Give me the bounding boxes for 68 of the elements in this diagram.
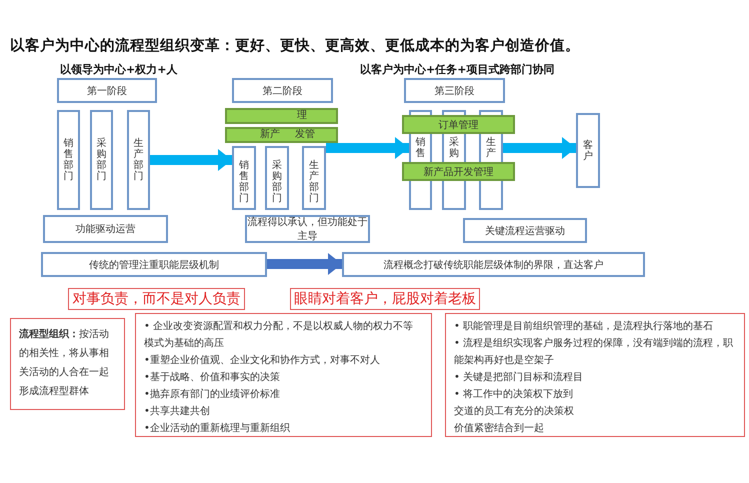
bullet-text: • 企业改变资源配置和权力分配，不是以权威人物的权力不等模式为基础的高压 bbox=[144, 320, 414, 351]
slogan-text: 眼睛对着客户，屁股对着老板 bbox=[294, 290, 476, 308]
bullet-text: •重塑企业价值观、企业文化和协作方式，对事不对人 bbox=[144, 354, 381, 368]
box-label: 关键流程运营驱动 bbox=[485, 224, 565, 238]
slogan-box bbox=[290, 288, 480, 310]
section-heading: 以客户为中心+任务+项目式跨部门协同 bbox=[360, 62, 554, 77]
box-label: 传统的管理注重职能层级机制 bbox=[89, 258, 219, 272]
stage-box bbox=[463, 218, 587, 243]
stage-box bbox=[404, 78, 505, 103]
column-label: 生产部门 bbox=[133, 138, 144, 182]
bar-label: 订单管理 bbox=[438, 118, 478, 132]
block-arrow bbox=[326, 137, 409, 159]
text-panel bbox=[10, 318, 125, 410]
column-label: 生产部门 bbox=[308, 160, 320, 204]
box-label: 流程得以承认，但功能处于主导 bbox=[247, 216, 368, 243]
bar-label: 新产 bbox=[260, 129, 280, 141]
process-bar bbox=[225, 108, 338, 124]
process-bar bbox=[402, 162, 515, 181]
stage-box bbox=[232, 78, 333, 103]
bullet-text: • 关键是把部门目标和流程目 bbox=[454, 370, 584, 385]
section-heading: 以领导为中心+权力+人 bbox=[60, 62, 178, 77]
slogan-text: 对事负责，而不是对人负责 bbox=[72, 290, 240, 308]
bullet-text: • 将工作中的决策权下放到 bbox=[454, 388, 574, 402]
bar-label: 发管 bbox=[295, 129, 315, 141]
department-column bbox=[232, 146, 256, 210]
department-column bbox=[90, 110, 113, 210]
department-column bbox=[265, 146, 289, 210]
column-label: 销售部门 bbox=[63, 138, 74, 182]
department-column bbox=[127, 110, 150, 210]
column-label: 销售部门 bbox=[238, 160, 250, 204]
bullet-text: • 职能管理是目前组织管理的基础，是流程执行落地的基石 bbox=[454, 320, 714, 334]
stage-box bbox=[43, 215, 168, 243]
bar-label: 理 bbox=[297, 110, 307, 122]
box-label: 第一阶段 bbox=[87, 84, 127, 98]
bar-label: 新产品开发管理 bbox=[424, 166, 494, 178]
bullet-text: •基于战略、价值和事实的决策 bbox=[144, 370, 281, 385]
stage-box bbox=[41, 252, 267, 277]
bullet-text: 交道的员工有充分的决策权 bbox=[454, 404, 575, 419]
column-label: 销售 bbox=[415, 137, 426, 159]
box-label: 第三阶段 bbox=[434, 84, 474, 98]
box-label: 功能驱动运营 bbox=[76, 222, 136, 236]
stage-box bbox=[342, 252, 645, 277]
column-label: 采购部门 bbox=[96, 138, 107, 182]
column-label: 采购 bbox=[448, 137, 460, 159]
department-column bbox=[302, 146, 326, 210]
process-bar bbox=[225, 127, 338, 143]
process-bar bbox=[402, 115, 515, 134]
bullet-text: 价值紧密结合到一起 bbox=[454, 422, 545, 436]
bullet-text: •企业活动的重新梳理与重新组织 bbox=[144, 422, 291, 436]
bullet-text: •共享共建共创 bbox=[144, 404, 211, 419]
box-label: 流程概念打破传统职能层级体制的界限，直达客户 bbox=[384, 258, 604, 272]
slide-title: 以客户为中心的流程型组织变革：更好、更快、更高效、更低成本的为客户创造价值。 bbox=[10, 36, 580, 55]
column-label: 采购部门 bbox=[272, 160, 282, 204]
box-label: 第二阶段 bbox=[262, 84, 302, 98]
block-arrow bbox=[150, 149, 232, 171]
bullet-text: • 流程是组织实现客户服务过程的保障，没有端到端的流程，职能架构再好也是空架子 bbox=[454, 336, 734, 368]
bullet-text: 流程型组织：按活动的相关性，将从事相关活动的人合在一起形成流程型群体 bbox=[19, 327, 110, 399]
department-column bbox=[57, 110, 80, 210]
text-panel bbox=[135, 313, 432, 437]
column-label: 生产 bbox=[486, 137, 496, 159]
slogan-box bbox=[68, 288, 245, 310]
block-arrow bbox=[503, 137, 576, 159]
bullet-text: •抛弃原有部门的业绩评价标准 bbox=[144, 388, 281, 402]
column-label: 客户 bbox=[582, 140, 594, 162]
stage-box bbox=[57, 78, 157, 103]
text-panel bbox=[445, 313, 745, 437]
department-column bbox=[576, 113, 600, 188]
block-arrow bbox=[267, 253, 342, 275]
